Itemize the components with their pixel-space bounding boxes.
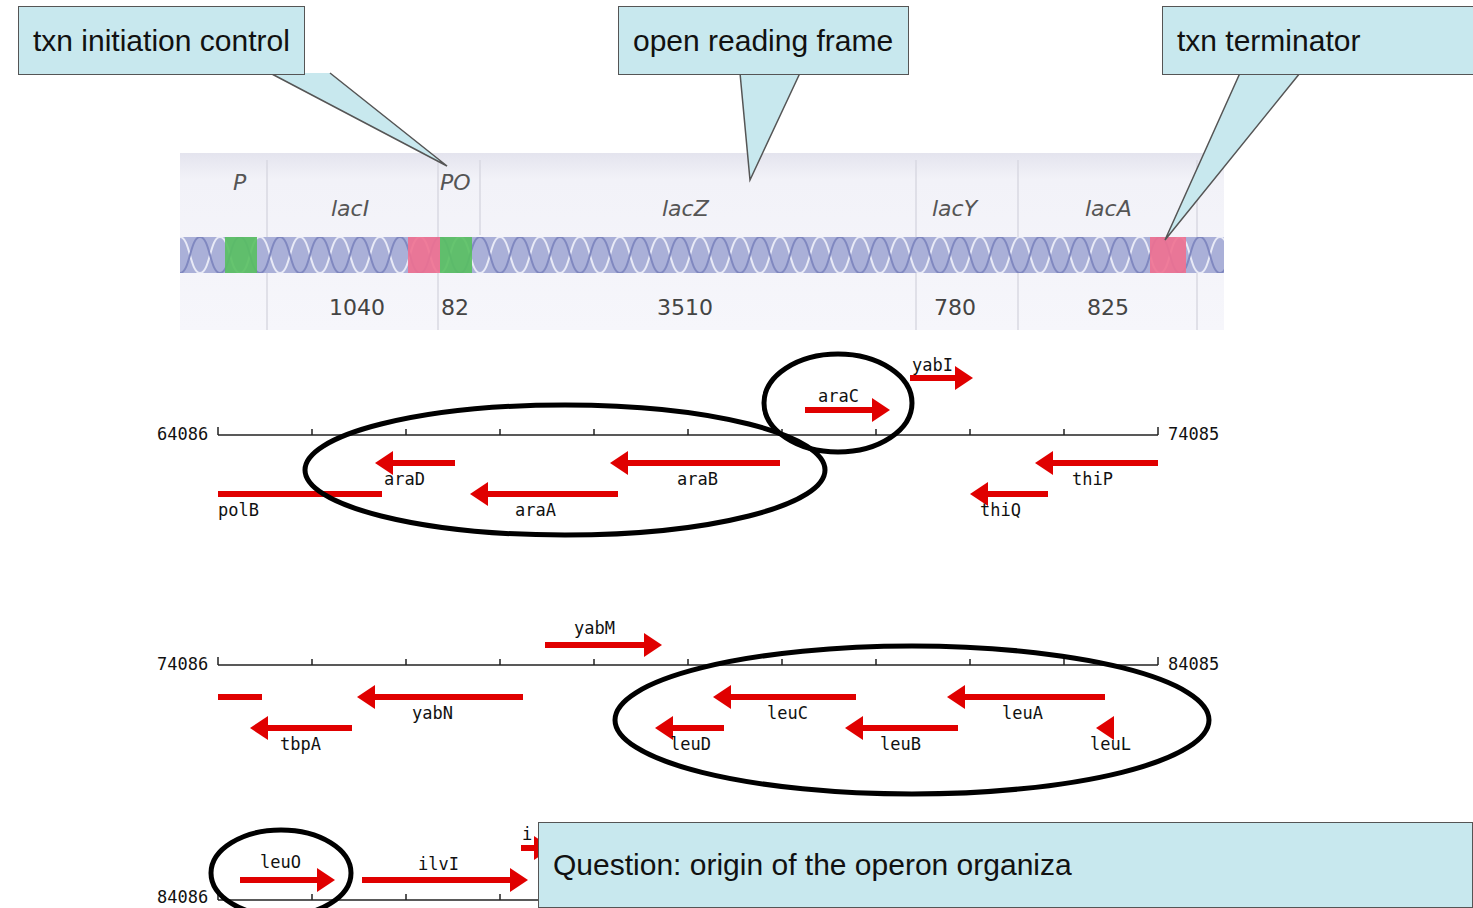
gene-label: lacA xyxy=(1085,198,1132,220)
gene-label: leuL xyxy=(1090,736,1131,753)
length-number: 1040 xyxy=(329,297,385,319)
callout-text: txn terminator xyxy=(1177,24,1360,58)
callout-text: open reading frame xyxy=(633,24,893,58)
gene-label: leuB xyxy=(880,736,921,753)
gene-label: i xyxy=(522,826,532,843)
length-number: 780 xyxy=(934,297,976,319)
gene-label: ilvI xyxy=(418,856,459,873)
gene-label: lacI xyxy=(331,198,369,220)
length-number: 82 xyxy=(441,297,469,319)
gene-label: leuC xyxy=(767,705,808,722)
gene-label: polB xyxy=(218,502,259,519)
gene-label: araC xyxy=(818,388,859,405)
coordinate: 64086 xyxy=(157,426,208,443)
gene-label: araD xyxy=(384,471,425,488)
coordinate: 84085 xyxy=(1168,656,1219,673)
question-box: Question: origin of the operon organiza xyxy=(538,822,1473,908)
gene-label: leuA xyxy=(1002,705,1043,722)
gene-label: lacZ xyxy=(662,198,709,220)
callout-box: txn terminator xyxy=(1162,6,1473,75)
gene-label: araB xyxy=(677,471,718,488)
callout-text: Question: origin of the operon organiza xyxy=(553,848,1072,882)
coordinate: 84086 xyxy=(157,889,208,906)
gene-label: yabN xyxy=(412,705,453,722)
gene-label: araA xyxy=(515,502,556,519)
coordinate: 74085 xyxy=(1168,426,1219,443)
gene-label: yabI xyxy=(912,357,953,374)
gene-label: yabM xyxy=(574,620,615,637)
gene-label: thiP xyxy=(1072,471,1113,488)
callout-box: txn initiation control xyxy=(18,6,305,75)
gene-label: lacY xyxy=(932,198,977,220)
length-number: 3510 xyxy=(657,297,713,319)
callout-box: open reading frame xyxy=(618,6,909,75)
gene-label: thiQ xyxy=(980,502,1021,519)
callout-text: txn initiation control xyxy=(33,24,290,58)
coordinate: 74086 xyxy=(157,656,208,673)
gene-label: leuD xyxy=(670,736,711,753)
gene-label: leuO xyxy=(260,854,301,871)
region-label: P xyxy=(233,172,246,194)
length-number: 825 xyxy=(1087,297,1129,319)
region-label: PO xyxy=(440,172,471,194)
gene-label: tbpA xyxy=(280,736,321,753)
